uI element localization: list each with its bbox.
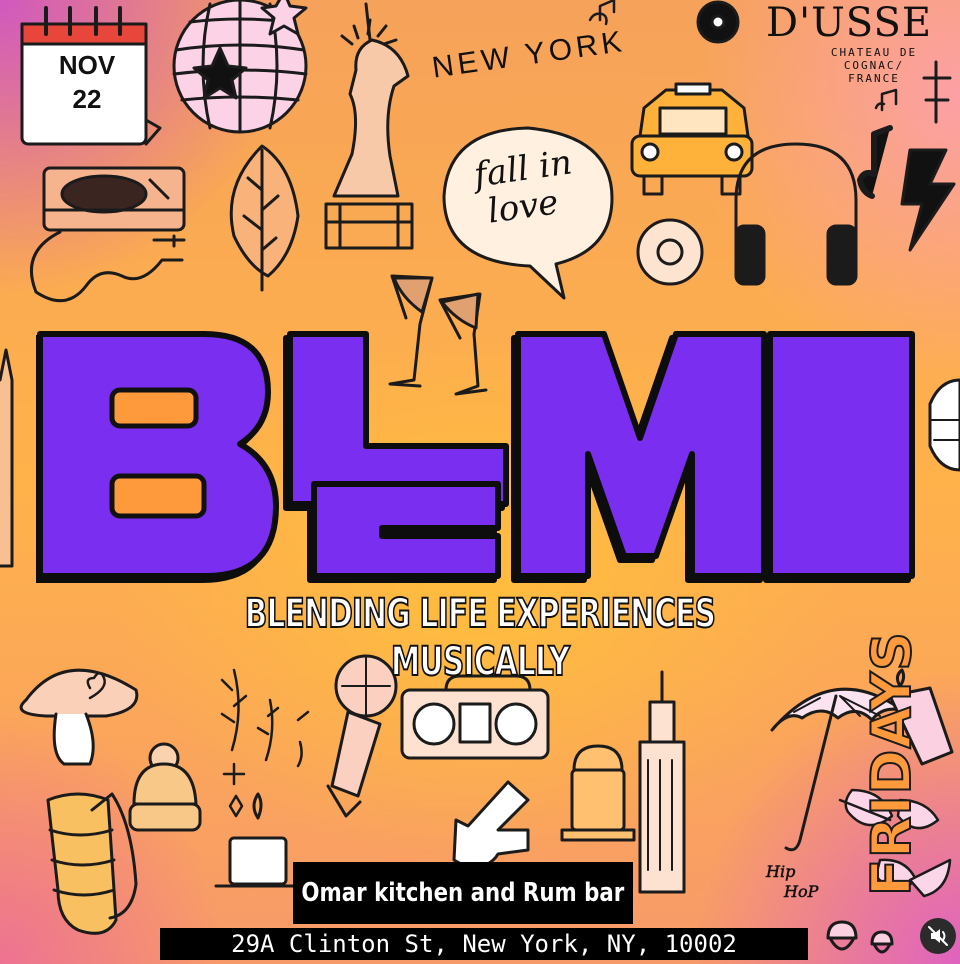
microphone-icon	[928, 378, 960, 472]
hop-text: HoP	[784, 882, 819, 902]
calendar-day: 22	[72, 84, 102, 114]
fridays-text: FRIDAYS	[859, 630, 924, 897]
venue-name-banner: Omar kitchen and Rum bar	[293, 862, 633, 924]
brand-tag-line-1: CHATEAU DE	[830, 46, 918, 59]
speech-bubble-icon	[442, 126, 614, 300]
letter-b	[37, 331, 279, 579]
hand-microphone-icon	[326, 654, 398, 818]
brand-tag-line-2: COGNAC/	[843, 59, 905, 72]
hip-hop-text: Hip HoP	[766, 862, 819, 902]
calendar: NOV 22	[18, 8, 148, 146]
branch-icon	[220, 668, 310, 768]
headphones-icon	[734, 142, 858, 286]
boombox-icon	[400, 674, 550, 760]
fall-in-love-text: fall in love	[458, 142, 588, 231]
calendar-icon	[20, 6, 162, 146]
lighter-icon	[888, 668, 954, 766]
music-note-icon	[588, 0, 898, 199]
letter-l	[287, 331, 509, 507]
turntable-icon	[30, 166, 186, 303]
wow-disc-icon	[636, 218, 704, 286]
fridays-block	[767, 331, 915, 579]
vinyl-record-icon	[696, 0, 740, 44]
letter-m	[515, 331, 767, 579]
beanie-icon	[128, 742, 202, 832]
disco-ball-icon	[172, 0, 308, 134]
blem-logo-art	[37, 331, 915, 579]
cross-icon	[922, 60, 952, 124]
hand-gesture-icon	[452, 780, 530, 870]
mushroom-icon	[19, 668, 139, 766]
brand-name: D'USSE	[766, 0, 933, 46]
fire-hydrant-icon	[560, 744, 636, 842]
leaves-icon	[838, 788, 952, 898]
taxi-icon	[630, 82, 754, 196]
brand-tag-line-3: FRANCE	[848, 72, 900, 85]
building-icon	[0, 348, 14, 568]
brand-logo: D'USSE CHATEAU DE COGNAC/ FRANCE	[766, 0, 960, 85]
umbrella-icon	[770, 687, 904, 852]
blem-logo: FRIDAYS	[36, 326, 924, 897]
sparkle-icon	[222, 762, 246, 818]
speaker-muted-icon	[928, 926, 948, 946]
tagline: BLENDING LIFE EXPERIENCES MUSICALLY	[244, 590, 717, 686]
cocktail-glasses-icon	[388, 274, 488, 396]
scarf-icon	[46, 792, 138, 935]
hip-text: Hip	[766, 862, 796, 882]
skyscraper-icon	[638, 670, 686, 894]
calendar-month: NOV	[58, 50, 116, 80]
statue-of-liberty-icon	[324, 2, 414, 250]
venue-address: 29A Clinton St, New York, NY, 10002	[160, 928, 808, 960]
mute-button[interactable]	[920, 918, 956, 954]
letter-e	[311, 481, 501, 579]
candle-icon	[214, 792, 302, 888]
leaf-icon	[229, 144, 300, 292]
lightning-icon	[900, 148, 956, 252]
acorn-icon	[826, 920, 894, 954]
venue-name: Omar kitchen and Rum bar	[301, 878, 625, 908]
brand-tagline: CHATEAU DE COGNAC/ FRANCE	[814, 46, 934, 85]
